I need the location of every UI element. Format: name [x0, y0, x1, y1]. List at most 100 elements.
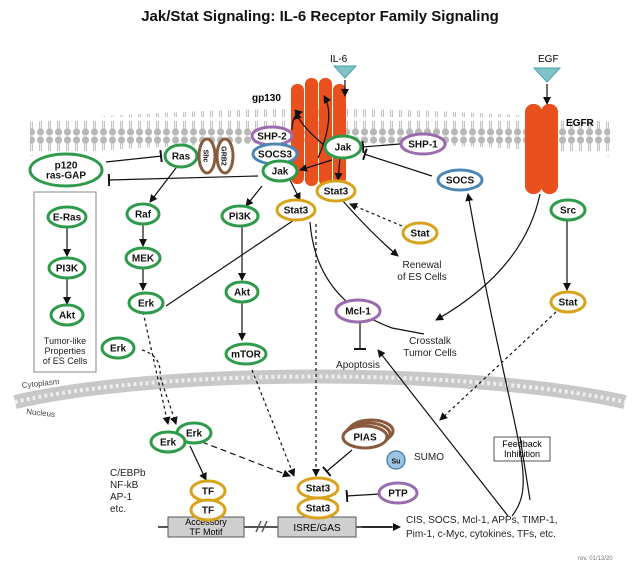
- page-title: Jak/Stat Signaling: IL-6 Receptor Family…: [141, 8, 499, 25]
- node-stat-right: Stat: [549, 290, 587, 314]
- accessory-motif-2: TF Motif: [190, 527, 223, 537]
- node-akt-mid: Akt: [224, 280, 260, 304]
- node-ras: Ras: [163, 143, 199, 169]
- isre-gas-label: ISRE/GAS: [293, 523, 341, 534]
- node-label-stat3-nuc2: Stat3: [306, 504, 331, 515]
- node-pi3k-left: PI3K: [47, 256, 87, 280]
- crosstalk-label-2: Tumor Cells: [403, 348, 457, 359]
- accessory-motif-1: Accessory: [185, 517, 227, 527]
- node-label-raf: Raf: [135, 210, 152, 221]
- tumor-label-2: Properties: [44, 346, 86, 356]
- node-label-pias: PIAS: [353, 433, 377, 444]
- node-label-shp1: SHP-1: [408, 140, 438, 151]
- node-label-p120-line2: ras-GAP: [46, 171, 86, 182]
- node-tf2: TF: [189, 498, 227, 522]
- feedback-label-2: Inhibition: [504, 449, 540, 459]
- connections: [63, 80, 571, 531]
- node-label-src: Src: [560, 206, 577, 217]
- nucleus-label: Nucleus: [26, 407, 56, 419]
- target-genes-1: CIS, SOCS, Mcl-1, APPs, TIMP-1,: [406, 515, 558, 526]
- egf-label: EGF: [538, 54, 559, 65]
- node-jak-left: Jak: [261, 159, 299, 183]
- node-label-p120-line1: p120: [55, 161, 78, 172]
- node-label-pi3k-mid: PI3K: [229, 212, 252, 223]
- node-erk-nuc1: Erk: [149, 430, 187, 454]
- node-label-stat3-left: Stat3: [284, 206, 309, 217]
- node-label-shp2: SHP-2: [257, 132, 287, 143]
- node-stat3-nuc1: Stat3: [296, 476, 340, 500]
- node-label-stat-top: Stat: [411, 229, 431, 240]
- labels: Tumor-like Properties of ES Cells Renewa…: [43, 260, 614, 562]
- il6-ligand: [332, 65, 358, 79]
- revision-label: rev. 01/13/20: [578, 556, 613, 562]
- renewal-label-2: of ES Cells: [397, 272, 446, 283]
- node-label-mcl1: Mcl-1: [345, 307, 371, 318]
- node-label-erk-mid: Erk: [138, 299, 155, 310]
- tumor-box: [33, 191, 97, 373]
- node-label-tf2: TF: [202, 506, 214, 517]
- node-erk-mid: Erk: [127, 291, 165, 315]
- node-shc: Shc: [197, 137, 217, 175]
- cytoplasm-label: Cytoplasm: [21, 377, 60, 390]
- node-label-jak-left: Jak: [272, 167, 289, 178]
- node-label-erk-left: Erk: [110, 344, 127, 355]
- nuclear-membrane: [13, 369, 627, 409]
- node-pi3k-mid: PI3K: [220, 204, 260, 228]
- node-shp1: SHP-1: [399, 132, 447, 156]
- node-shp2: SHP-2: [250, 125, 294, 147]
- target-genes-2: Pim-1, c-Myc, cytokines, TFs, etc.: [406, 529, 556, 540]
- egf-ligand: [532, 67, 562, 83]
- node-label-mek: MEK: [132, 254, 155, 265]
- node-mtor: mTOR: [224, 342, 268, 366]
- sumo-label: SUMO: [414, 452, 444, 463]
- node-akt-left: Akt: [49, 303, 85, 327]
- node-erk-left: Erk: [100, 336, 136, 360]
- node-eras: E-Ras: [46, 205, 88, 229]
- node-label-jak-right: Jak: [335, 143, 352, 154]
- node-erk-nuc2: Erk: [175, 421, 213, 445]
- node-label-ras: Ras: [172, 152, 191, 163]
- node-mek: MEK: [124, 246, 162, 270]
- node-label-mtor: mTOR: [231, 350, 262, 361]
- node-jak-right: Jak: [323, 134, 363, 160]
- node-label-ptp: PTP: [388, 489, 408, 500]
- node-src: Src: [549, 198, 587, 222]
- node-label-socs3: SOCS3: [258, 150, 292, 161]
- node-tf1: TF: [189, 479, 227, 503]
- node-label-su: Su: [392, 459, 401, 466]
- tf-factors-1: C/EBPb: [110, 468, 146, 479]
- tumor-label-3: of ES Cells: [43, 356, 88, 366]
- apoptosis-label: Apoptosis: [336, 360, 380, 371]
- node-raf: Raf: [125, 202, 161, 226]
- crosstalk-label-1: Crosstalk: [409, 336, 452, 347]
- node-label-stat3-nuc1: Stat3: [306, 484, 331, 495]
- egfr-receptor: [525, 104, 558, 194]
- node-label-stat-right: Stat: [559, 298, 579, 309]
- egfr-label: EGFR: [566, 118, 595, 129]
- node-su: Su: [386, 450, 406, 470]
- node-label-grb2: GRB2: [220, 146, 227, 166]
- node-grb2: GRB2: [215, 137, 235, 175]
- tf-factors-2: NF-kB: [110, 480, 139, 491]
- node-stat3-left: Stat3: [275, 198, 317, 222]
- node-label-erk-nuc1: Erk: [160, 438, 177, 449]
- node-label-shc: Shc: [202, 150, 209, 163]
- node-label-akt-left: Akt: [59, 311, 76, 322]
- node-mcl1: Mcl-1: [334, 298, 382, 324]
- node-label-tf1: TF: [202, 487, 214, 498]
- tf-factors-3: AP-1: [110, 492, 133, 503]
- tf-factors-4: etc.: [110, 504, 126, 515]
- feedback-label-1: Feedback: [502, 439, 542, 449]
- node-stat3-nuc2: Stat3: [296, 496, 340, 520]
- gp130-label: gp130: [252, 93, 281, 104]
- node-label-socs: SOCS: [446, 176, 475, 187]
- node-pias: PIAS: [341, 418, 395, 450]
- node-ptp: PTP: [377, 481, 419, 505]
- node-stat3-right: Stat3: [315, 179, 357, 203]
- node-label-eras: E-Ras: [53, 213, 82, 224]
- tumor-label-1: Tumor-like: [44, 336, 86, 346]
- il6-label: IL-6: [330, 54, 348, 65]
